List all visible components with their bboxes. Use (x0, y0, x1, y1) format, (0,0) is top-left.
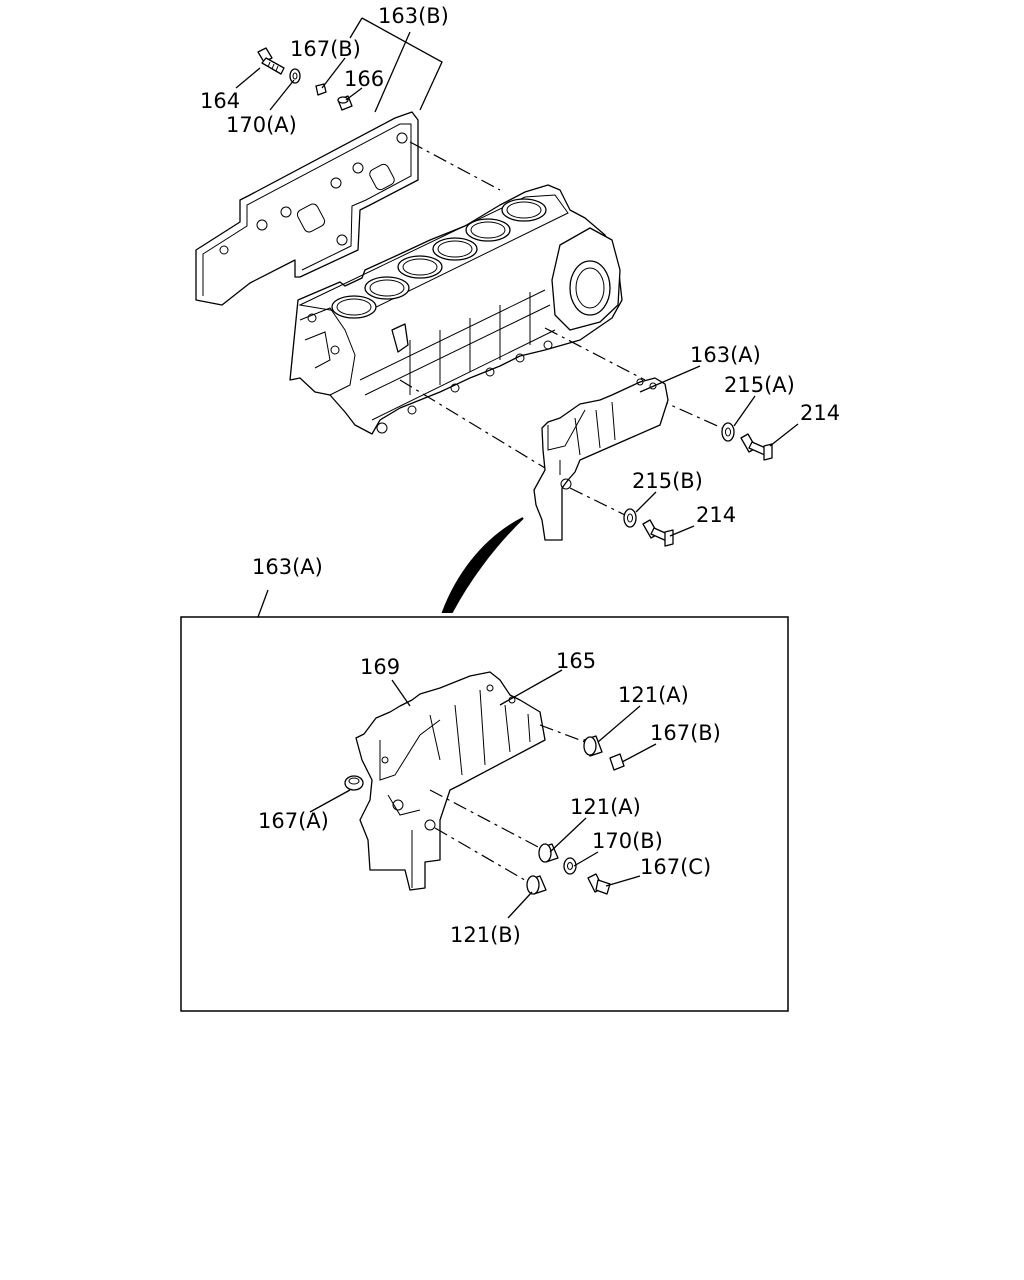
detail-align-1 (539, 724, 586, 743)
label-169: 169 (360, 655, 400, 679)
label-215b: 215(B) (632, 469, 703, 493)
label-163a-top: 163(A) (690, 343, 761, 367)
washer-170b (563, 857, 577, 875)
detail-frame (180, 616, 789, 1012)
label-165: 165 (556, 649, 596, 673)
gasket-plate (195, 111, 419, 306)
plug-167a (344, 775, 364, 791)
detail-cover-assembly (355, 671, 546, 891)
label-214-top: 214 (800, 401, 840, 425)
callout-labels: 163(B) 167(B) 166 164 170(A) 163(A) 215(… (200, 4, 840, 947)
washer-215a (721, 422, 735, 442)
align-line-block-cover-b (544, 327, 646, 381)
label-166: 166 (344, 67, 384, 91)
align-line-gasket (409, 141, 501, 191)
label-164: 164 (200, 89, 240, 113)
plug-166 (337, 95, 353, 111)
detail-align-2 (429, 789, 541, 849)
label-215a: 215(A) (724, 373, 795, 397)
label-163b: 163(B) (378, 4, 449, 28)
label-167b-detail: 167(B) (650, 721, 721, 745)
detail-arrow (441, 517, 524, 613)
leader-lines (235, 17, 799, 919)
cylinder-block (289, 184, 623, 435)
dowel-167b-detail (609, 753, 625, 771)
side-cover-assembly (533, 377, 669, 541)
label-167a: 167(A) (258, 809, 329, 833)
sleeve-121b (526, 875, 547, 895)
label-214-bottom: 214 (696, 503, 736, 527)
align-line-block-cover-a (399, 379, 546, 469)
washer-215b (623, 508, 637, 528)
label-121a-mid: 121(A) (570, 795, 641, 819)
align-line-cover-washer-b (569, 487, 626, 516)
label-167c: 167(C) (640, 855, 711, 879)
sleeve-121a-top (583, 735, 603, 757)
label-121a-top: 121(A) (618, 683, 689, 707)
label-121b: 121(B) (450, 923, 521, 947)
detail-align-3 (434, 827, 531, 884)
bolt-214-top (740, 433, 773, 461)
washer-170a (289, 68, 301, 84)
label-163a-detail: 163(A) (252, 555, 323, 579)
label-167b-top: 167(B) (290, 37, 361, 61)
bolt-164 (257, 47, 285, 75)
bolt-214-bottom (642, 519, 674, 547)
label-170b: 170(B) (592, 829, 663, 853)
bolt-167c (587, 873, 611, 895)
label-170a: 170(A) (226, 113, 297, 137)
